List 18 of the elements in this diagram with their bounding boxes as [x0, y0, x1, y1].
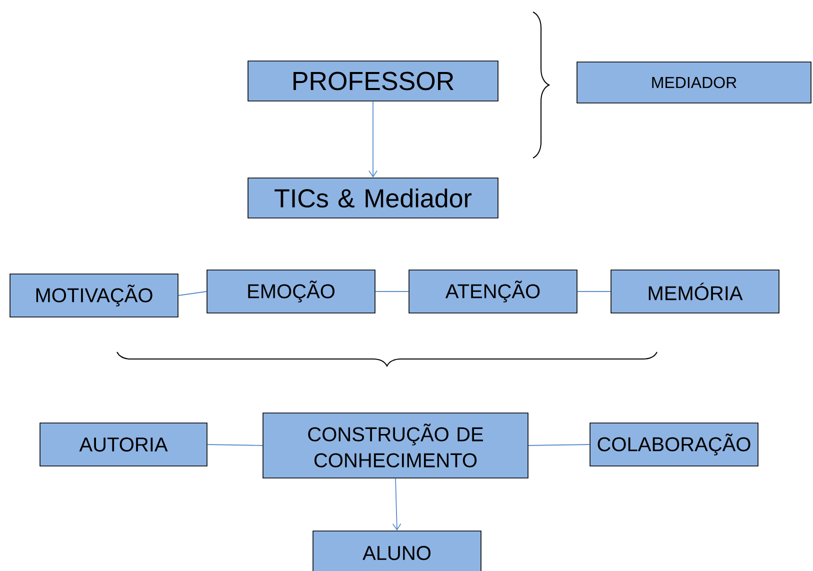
- process-box: ATENÇÃO: [408, 270, 578, 314]
- process-box: EMOÇÃO: [206, 270, 376, 314]
- process-box: AUTORIA: [40, 422, 208, 466]
- process-box: ALUNO: [312, 530, 482, 571]
- process-box: MEMÓRIA: [610, 270, 780, 314]
- connector: [368, 100, 378, 178]
- process-box: TICs & Mediador: [248, 178, 498, 218]
- process-box: MEDIADOR: [576, 62, 812, 104]
- connector: [206, 444, 264, 446]
- connector: [178, 291, 208, 296]
- connector: [528, 444, 590, 446]
- process-box: CONSTRUÇÃO DE CONHECIMENTO: [262, 412, 528, 478]
- connector: [374, 291, 410, 292]
- connector: [576, 291, 612, 292]
- process-box: COLABORAÇÃO: [590, 422, 758, 466]
- connector: [392, 478, 402, 531]
- process-box: MOTIVAÇÃO: [10, 274, 178, 318]
- process-box: PROFESSOR: [248, 60, 498, 102]
